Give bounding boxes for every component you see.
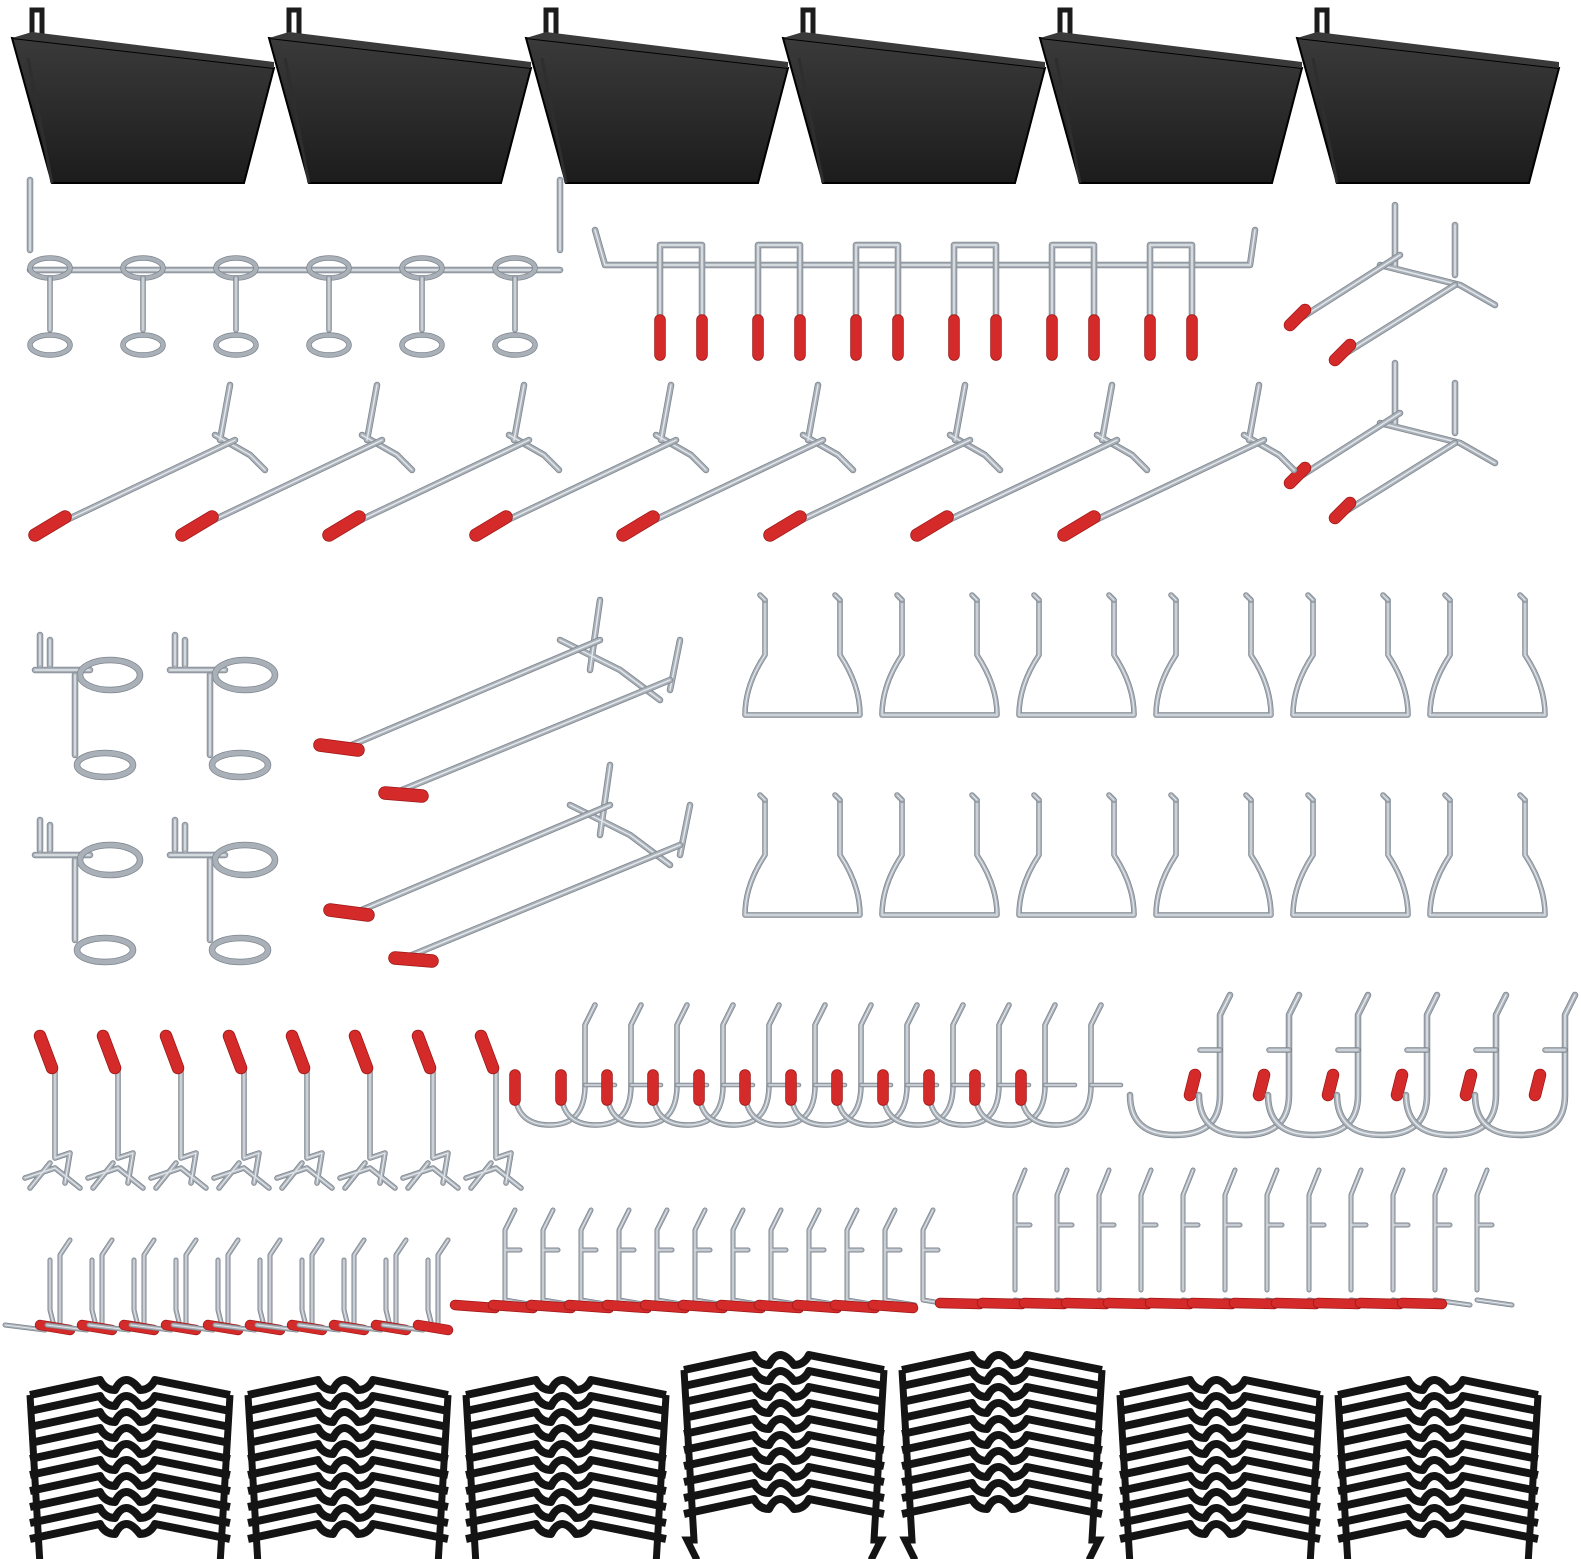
short-hook-icon xyxy=(128,1237,202,1336)
j-hook-icon xyxy=(969,1002,1078,1128)
loop-hook-icon xyxy=(879,792,1000,918)
j-hook-large-icon xyxy=(1195,991,1303,1139)
j-hook-large-icon xyxy=(1333,991,1441,1139)
peg-lock-clip-icon xyxy=(462,1376,670,1559)
black-plastic-bin-icon xyxy=(524,7,790,184)
small-hook-icon xyxy=(791,1207,880,1314)
peg-lock-clip-icon xyxy=(898,1351,1106,1559)
long-straight-hook-icon xyxy=(616,381,857,542)
small-hook-icon xyxy=(867,1207,956,1314)
short-hook-icon xyxy=(296,1237,370,1336)
loop-hook-icon xyxy=(1016,592,1137,718)
small-hook-icon xyxy=(1396,1167,1515,1310)
double-ring-holder-icon xyxy=(31,631,144,781)
short-hook-icon xyxy=(86,1237,160,1336)
short-hook-icon xyxy=(212,1237,286,1336)
j-hook-large-icon xyxy=(1471,991,1579,1139)
short-hook-icon xyxy=(338,1237,412,1336)
short-hook-icon xyxy=(44,1237,118,1336)
j-hook-icon xyxy=(877,1002,986,1128)
loop-hook-icon xyxy=(879,592,1000,718)
double-rod-hook-icon xyxy=(323,761,694,968)
small-hook-icon xyxy=(1354,1167,1473,1310)
small-hook-icon xyxy=(1060,1167,1179,1310)
j-hook-icon xyxy=(601,1002,710,1128)
j-hook-icon xyxy=(831,1002,940,1128)
loop-hook-icon xyxy=(1153,792,1274,918)
black-plastic-bin-icon xyxy=(1295,7,1561,184)
double-ring-holder-icon xyxy=(166,816,279,966)
loop-hook-icon xyxy=(1427,592,1548,718)
short-hook-icon xyxy=(2,1237,76,1336)
l-hook-icon xyxy=(274,1029,335,1191)
small-hook-icon xyxy=(487,1207,576,1314)
long-straight-hook-icon xyxy=(469,381,710,542)
small-hook-icon xyxy=(1186,1167,1305,1310)
black-plastic-bin-icon xyxy=(267,7,533,184)
small-hook-icon xyxy=(829,1207,918,1314)
small-hook-icon xyxy=(1144,1167,1263,1310)
loop-hook-icon xyxy=(1427,792,1548,918)
long-straight-hook-icon xyxy=(175,381,416,542)
long-straight-hook-icon xyxy=(1057,381,1298,542)
j-hook-icon xyxy=(785,1002,894,1128)
j-hook-icon xyxy=(555,1002,664,1128)
small-hook-icon xyxy=(1018,1167,1137,1310)
loop-hook-icon xyxy=(1016,792,1137,918)
j-hook-large-icon xyxy=(1264,991,1372,1139)
long-straight-hook-icon xyxy=(28,381,269,542)
small-hook-icon xyxy=(449,1207,538,1314)
long-straight-hook-icon xyxy=(910,381,1151,542)
black-plastic-bin-icon xyxy=(10,7,276,184)
l-hook-icon xyxy=(22,1029,83,1191)
small-hook-icon xyxy=(677,1207,766,1314)
short-hook-icon xyxy=(380,1237,454,1336)
peg-lock-clip-icon xyxy=(680,1351,888,1559)
loop-hook-icon xyxy=(1290,592,1411,718)
small-hook-icon xyxy=(976,1167,1095,1310)
double-ring-holder-icon xyxy=(31,816,144,966)
j-hook-icon xyxy=(1015,1002,1124,1128)
peg-lock-clip-icon xyxy=(1116,1376,1324,1559)
small-hook-icon xyxy=(1312,1167,1431,1310)
l-hook-icon xyxy=(337,1029,398,1191)
ring-holder-strip-icon xyxy=(26,176,564,358)
peg-lock-clip-icon xyxy=(1334,1376,1542,1559)
long-straight-hook-icon xyxy=(763,381,1004,542)
double-prong-hook-icon xyxy=(1283,359,1499,525)
loop-hook-icon xyxy=(1153,592,1274,718)
j-hook-large-icon xyxy=(1126,991,1234,1139)
loop-hook-icon xyxy=(742,792,863,918)
black-plastic-bin-icon xyxy=(1038,7,1304,184)
l-hook-icon xyxy=(85,1029,146,1191)
small-hook-icon xyxy=(1228,1167,1347,1310)
l-hook-icon xyxy=(463,1029,524,1191)
small-hook-icon xyxy=(934,1167,1053,1310)
peg-lock-clip-icon xyxy=(244,1376,452,1559)
j-hook-icon xyxy=(693,1002,802,1128)
small-hook-icon xyxy=(1102,1167,1221,1310)
peg-lock-clip-icon xyxy=(26,1376,234,1559)
loop-hook-icon xyxy=(1290,792,1411,918)
double-ring-holder-icon xyxy=(166,631,279,781)
l-hook-icon xyxy=(211,1029,272,1191)
double-prong-hook-icon xyxy=(1283,201,1499,367)
double-rod-hook-icon xyxy=(313,596,684,803)
l-hook-icon xyxy=(148,1029,209,1191)
l-hook-icon xyxy=(400,1029,461,1191)
long-straight-hook-icon xyxy=(322,381,563,542)
u-hook-strip-icon xyxy=(591,226,1259,361)
short-hook-icon xyxy=(170,1237,244,1336)
black-plastic-bin-icon xyxy=(781,7,1047,184)
j-hook-icon xyxy=(923,1002,1032,1128)
small-hook-icon xyxy=(1270,1167,1389,1310)
short-hook-icon xyxy=(254,1237,328,1336)
j-hook-icon xyxy=(509,1002,618,1128)
j-hook-large-icon xyxy=(1402,991,1510,1139)
loop-hook-icon xyxy=(742,592,863,718)
